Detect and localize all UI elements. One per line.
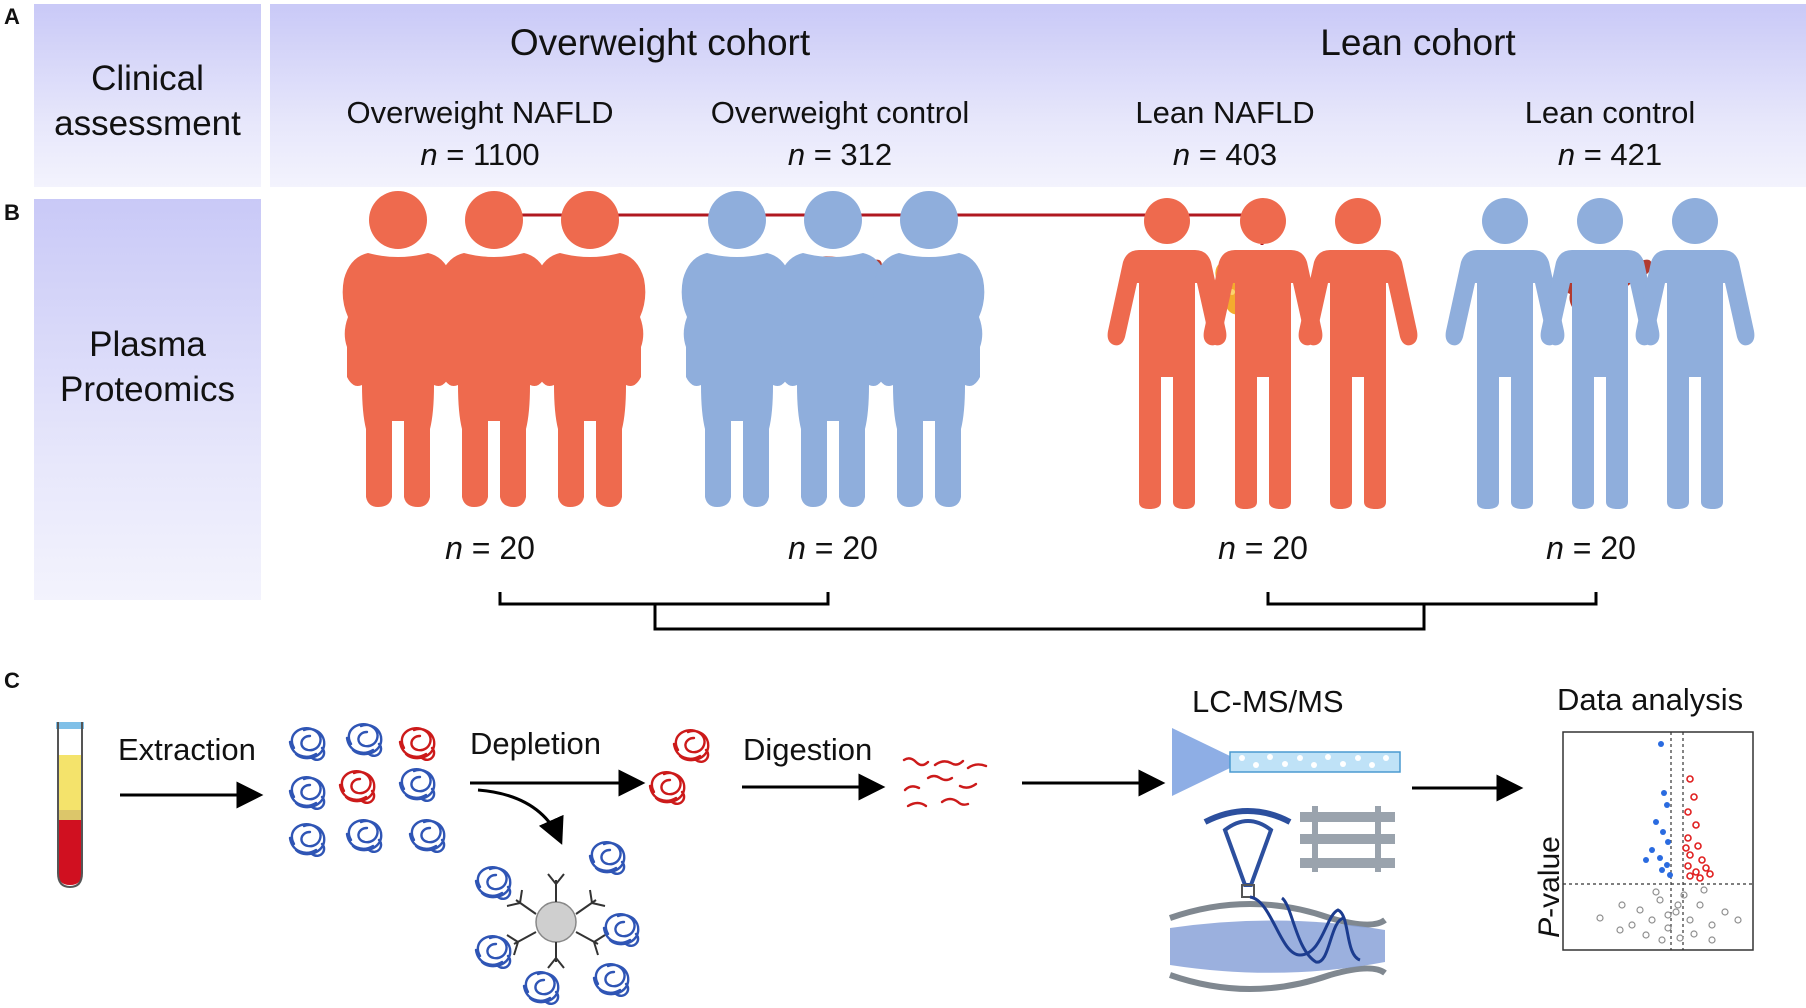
- n-prefix: n: [788, 530, 806, 566]
- group-name: Lean control: [1524, 95, 1696, 130]
- group-lean-control: Lean control n = 421: [1420, 92, 1800, 176]
- sample-count-overweight-control: n = 20: [733, 530, 933, 567]
- group-name: Overweight control: [710, 95, 970, 130]
- n-prefix: n: [787, 137, 806, 172]
- group-lean-nafld: Lean NAFLD n = 403: [1035, 92, 1415, 176]
- n-prefix: n: [1557, 137, 1576, 172]
- plasma-proteomics-label: Plasma Proteomics: [34, 322, 261, 412]
- n-value: = 20: [814, 530, 878, 566]
- clinical-assessment-label: Clinical assessment: [34, 56, 261, 146]
- antibody-bead-icon: [474, 841, 640, 1006]
- group-name: Overweight NAFLD: [346, 95, 614, 130]
- lean-control-people-icon: [1445, 198, 1755, 509]
- n-prefix: n: [420, 137, 438, 172]
- volcano-plot-icon: [1562, 731, 1754, 951]
- data-analysis-label: Data analysis: [1557, 682, 1744, 717]
- n-prefix: n: [1218, 530, 1236, 566]
- sample-count-lean-control: n = 20: [1491, 530, 1691, 567]
- n-prefix: n: [1172, 137, 1191, 172]
- lcms-instrument-icon: [1169, 728, 1401, 992]
- depleted-proteins-icon: [648, 729, 710, 806]
- peptides-icon: [902, 757, 988, 808]
- workflow-arrows: [120, 769, 1524, 845]
- extraction-label: Extraction: [118, 732, 256, 767]
- panel-b-side-band: [34, 199, 261, 600]
- overweight-cohort-title: Overweight cohort: [509, 22, 811, 63]
- panel-letter-a: A: [4, 4, 20, 29]
- n-value: = 20: [1244, 530, 1308, 566]
- n-value: = 20: [471, 530, 535, 566]
- group-overweight-control: Overweight control n = 312: [650, 92, 1030, 176]
- n-value: = 1100: [446, 137, 540, 172]
- side-label-line1: Plasma: [89, 325, 206, 364]
- n-value: = 312: [813, 137, 893, 172]
- n-value: = 421: [1583, 137, 1663, 172]
- side-label-line1: Clinical: [91, 59, 204, 98]
- n-value: = 403: [1198, 137, 1278, 172]
- comparison-brackets: [498, 592, 1598, 631]
- group-overweight-nafld: Overweight NAFLD n = 1100: [290, 92, 670, 176]
- panel-a-main-band: [270, 4, 1806, 187]
- digestion-label: Digestion: [743, 732, 873, 767]
- lean-cohort-title: Lean cohort: [1320, 22, 1516, 63]
- sample-count-overweight-nafld: n = 20: [390, 530, 590, 567]
- n-value: = 20: [1572, 530, 1636, 566]
- overweight-control-people-icon: [681, 191, 985, 507]
- lcms-label: LC-MS/MS: [1192, 684, 1344, 719]
- sample-count-lean-nafld: n = 20: [1163, 530, 1363, 567]
- plasma-tube-icon: [56, 722, 84, 889]
- n-prefix: n: [445, 530, 463, 566]
- side-label-line2: assessment: [54, 104, 241, 143]
- depletion-label: Depletion: [470, 726, 601, 761]
- side-label-line2: Proteomics: [59, 370, 236, 409]
- group-name: Lean NAFLD: [1135, 95, 1315, 130]
- n-prefix: n: [1546, 530, 1564, 566]
- overweight-nafld-people-icon: [342, 191, 646, 507]
- panel-a-side-band: [34, 4, 261, 187]
- panel-letter-b: B: [4, 200, 20, 225]
- extracted-proteins-icon: [288, 723, 446, 858]
- panel-letter-c: C: [4, 668, 20, 693]
